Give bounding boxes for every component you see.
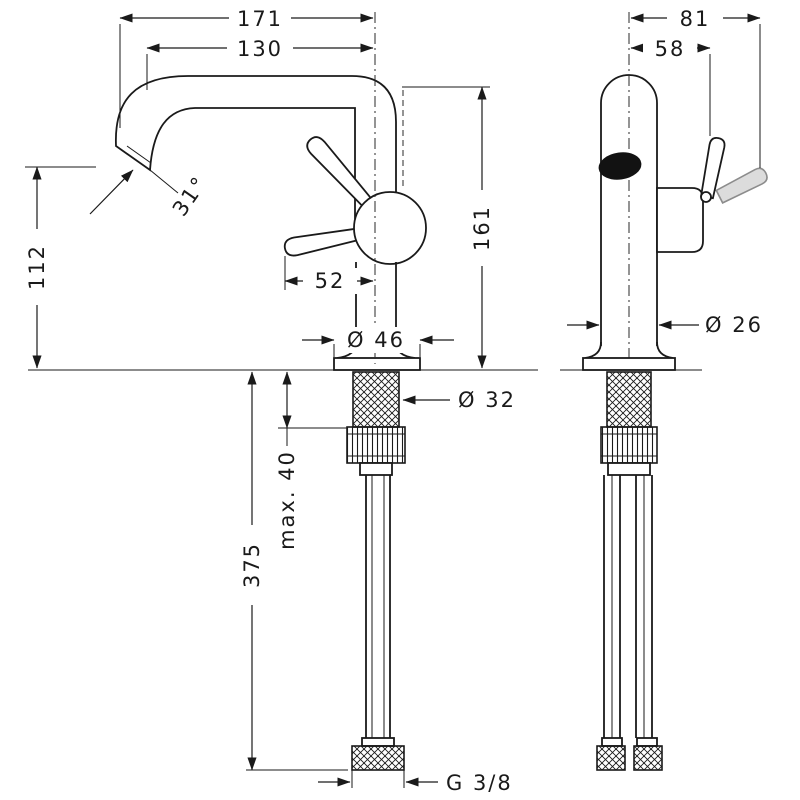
handle-lever-upper xyxy=(306,136,377,213)
side-hose-connector-left xyxy=(596,745,626,771)
dim-31deg: 31° xyxy=(89,169,212,221)
supply-hose-left xyxy=(603,475,621,738)
side-base-plate xyxy=(582,357,676,371)
handle-pin xyxy=(700,136,726,200)
dim-label-d32: Ø 32 xyxy=(458,388,516,412)
alt-handle-position xyxy=(715,167,768,204)
handle-housing xyxy=(656,187,704,253)
hose-connector xyxy=(351,745,405,771)
threaded-shank xyxy=(352,371,400,428)
dim-58: 58 xyxy=(630,35,711,136)
side-connector-neck-right xyxy=(636,737,658,747)
dim-label-g38: G 3/8 xyxy=(446,771,513,795)
dim-label-112: 112 xyxy=(25,244,49,290)
hose-fitting xyxy=(359,462,393,476)
side-hose-connector-right xyxy=(633,745,663,771)
dim-label-58: 58 xyxy=(655,37,686,61)
aerator-face xyxy=(598,152,642,180)
dim-label-375: 375 xyxy=(240,542,264,588)
side-view: 81 58 Ø 26 xyxy=(560,5,768,771)
dim-label-130: 130 xyxy=(237,37,283,61)
dim-52: 52 xyxy=(284,256,374,294)
side-hose-fitting xyxy=(607,462,651,476)
side-threaded-shank xyxy=(606,371,652,428)
dim-130: 130 xyxy=(146,35,374,90)
supply-hose-right xyxy=(635,475,653,738)
dim-d32: Ø 32 xyxy=(402,388,516,412)
base-plate xyxy=(333,357,421,371)
dim-g38: G 3/8 xyxy=(318,770,513,795)
connector-neck xyxy=(361,737,395,747)
dim-81: 81 xyxy=(630,5,761,168)
dim-d46: Ø 46 xyxy=(302,327,454,357)
dim-max40: max. 40 xyxy=(275,371,348,550)
dim-label-d46: Ø 46 xyxy=(347,328,405,352)
dim-label-52: 52 xyxy=(315,269,346,293)
handle-pin-pivot xyxy=(700,191,712,203)
side-base-flare-right xyxy=(656,341,674,359)
dim-171: 171 xyxy=(119,5,374,128)
dim-label-161: 161 xyxy=(470,205,494,251)
side-connector-neck-left xyxy=(601,737,623,747)
aerator-face-line xyxy=(126,145,152,164)
dim-label-171: 171 xyxy=(237,7,283,31)
dim-label-81: 81 xyxy=(680,7,711,31)
dim-label-d26: Ø 26 xyxy=(705,313,763,337)
handle-lever-lower xyxy=(283,226,365,257)
side-base-flare-left xyxy=(584,341,602,359)
dim-label-31deg: 31° xyxy=(168,171,212,220)
dim-375: 375 xyxy=(239,371,348,771)
front-view: 171 130 31° 112 xyxy=(24,5,538,795)
dim-112: 112 xyxy=(24,166,96,369)
supply-hose xyxy=(365,475,391,738)
dim-161: 161 xyxy=(402,86,495,369)
handle-pivot-circle xyxy=(353,191,427,265)
mounting-nut xyxy=(346,426,406,464)
side-mounting-nut xyxy=(600,426,658,464)
dim-label-max40: max. 40 xyxy=(275,450,299,550)
dim-d26: Ø 26 xyxy=(567,313,763,337)
